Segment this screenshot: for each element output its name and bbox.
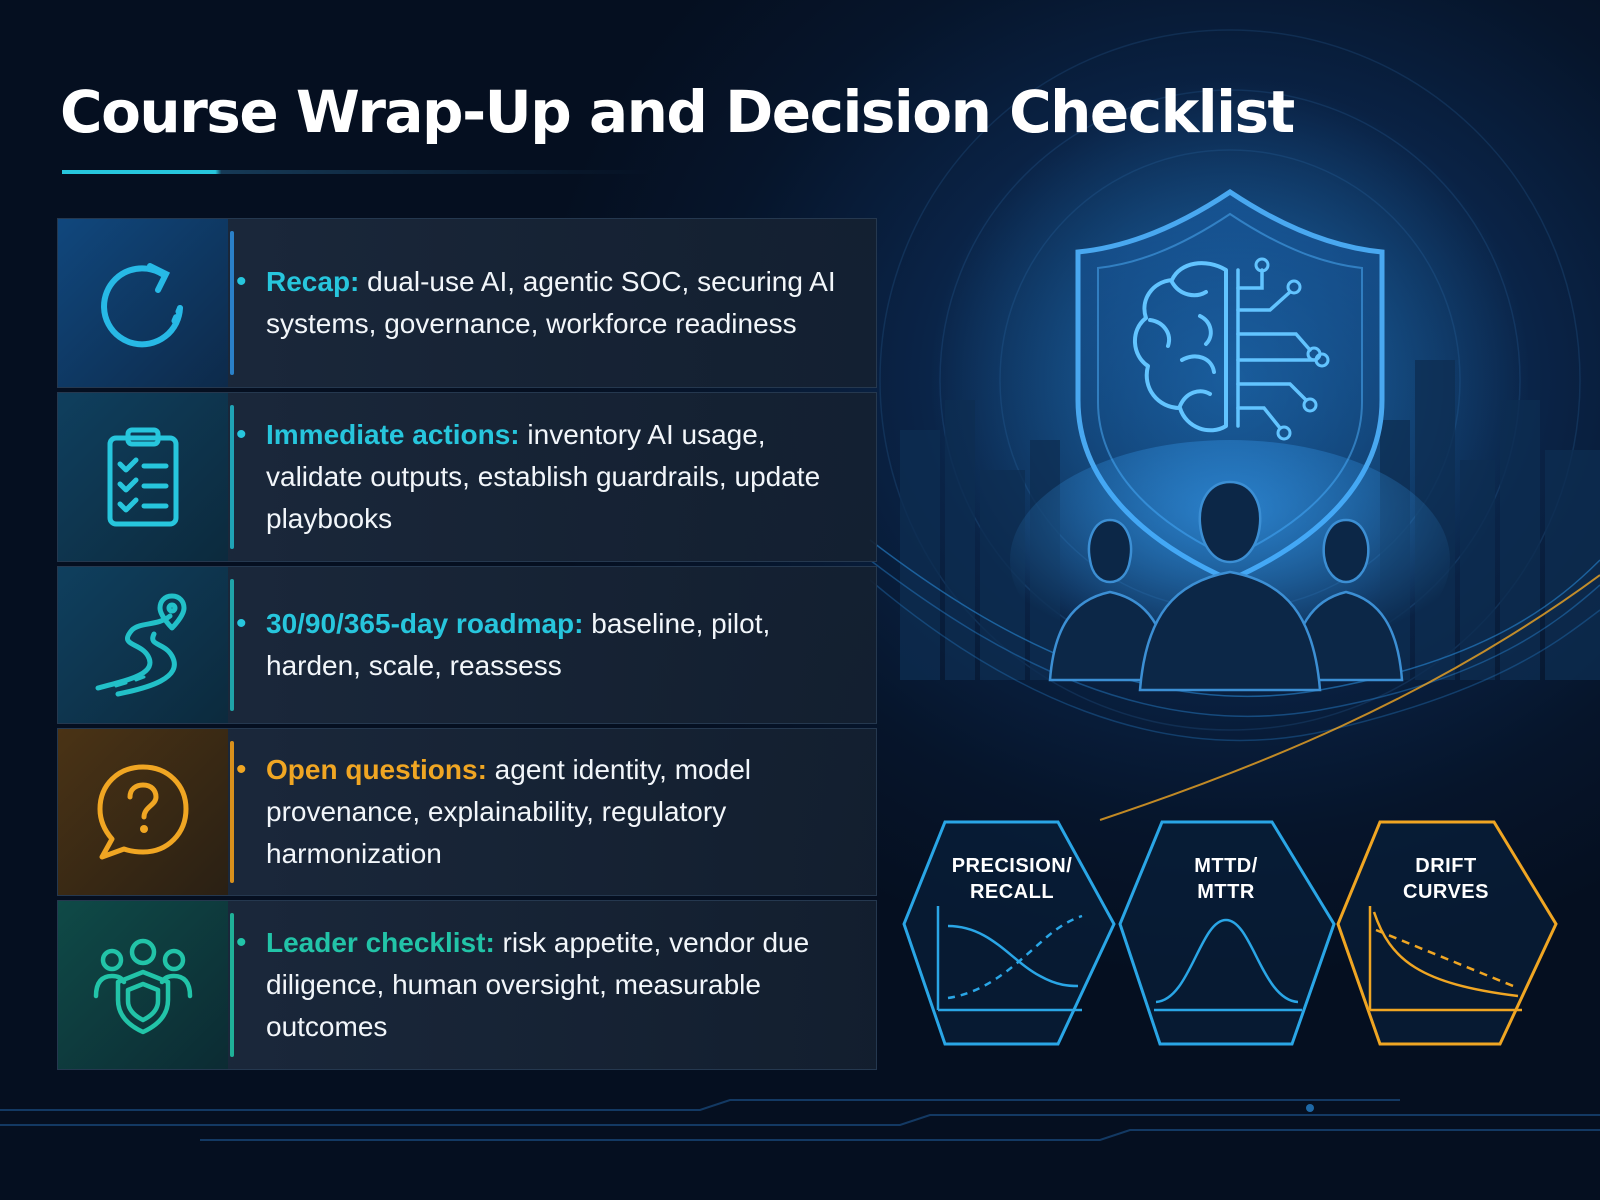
card-icon-box: [58, 729, 228, 895]
bullet-dot: •: [236, 265, 247, 298]
card-text: • Leader checklist: risk appetite, vendo…: [236, 922, 836, 1048]
question-bubble-icon: [97, 764, 189, 860]
card-desc: risk appetite, vendor due diligence, hum…: [266, 927, 810, 1042]
card-immediate-actions: • Immediate actions: inventory AI usage,…: [57, 392, 877, 562]
hero-illustration: [1010, 188, 1450, 692]
bullet-dot: •: [236, 607, 247, 640]
card-icon-box: [58, 567, 228, 723]
card-key: Immediate actions:: [266, 419, 520, 450]
card-desc: agent identity, model provenance, explai…: [266, 754, 751, 869]
refresh-cycle-icon: [101, 263, 183, 348]
page-title: Course Wrap-Up and Decision Checklist: [60, 78, 1295, 146]
bullet-dot: •: [236, 753, 247, 786]
card-key: Open questions:: [266, 754, 487, 785]
bullet-dot: •: [236, 418, 247, 451]
bullet-dot: •: [236, 926, 247, 959]
card-open-questions: • Open questions: agent identity, model …: [57, 728, 877, 896]
card-roadmap: • 30/90/365-day roadmap: baseline, pilot…: [57, 566, 877, 724]
clipboard-checklist-icon: [107, 427, 179, 527]
card-icon-box: [58, 901, 228, 1069]
card-separator: [230, 741, 234, 883]
title-underline: [62, 170, 652, 174]
card-text: • Recap: dual-use AI, agentic SOC, secur…: [236, 261, 836, 345]
card-text: • Immediate actions: inventory AI usage,…: [236, 414, 836, 540]
checklist-cards: • Recap: dual-use AI, agentic SOC, secur…: [57, 218, 877, 1074]
card-text: • 30/90/365-day roadmap: baseline, pilot…: [236, 603, 836, 687]
card-text: • Open questions: agent identity, model …: [236, 749, 836, 875]
card-separator: [230, 231, 234, 375]
card-icon-box: [58, 219, 228, 387]
team-shield-icon: [93, 938, 193, 1035]
roadmap-pin-icon: [95, 593, 187, 697]
card-icon-box: [58, 393, 228, 561]
card-key: Recap:: [266, 266, 360, 297]
card-desc: inventory AI usage, validate outputs, es…: [266, 419, 821, 534]
card-desc: dual-use AI, agentic SOC, securing AI sy…: [266, 266, 836, 339]
card-separator: [230, 405, 234, 549]
card-leader-checklist: • Leader checklist: risk appetite, vendo…: [57, 900, 877, 1070]
card-key: 30/90/365-day roadmap:: [266, 608, 584, 639]
card-desc: baseline, pilot, harden, scale, reassess: [266, 608, 771, 681]
team-silhouettes: [1010, 440, 1450, 692]
card-recap: • Recap: dual-use AI, agentic SOC, secur…: [57, 218, 877, 388]
card-separator: [230, 579, 234, 711]
card-separator: [230, 913, 234, 1057]
card-key: Leader checklist:: [266, 927, 495, 958]
